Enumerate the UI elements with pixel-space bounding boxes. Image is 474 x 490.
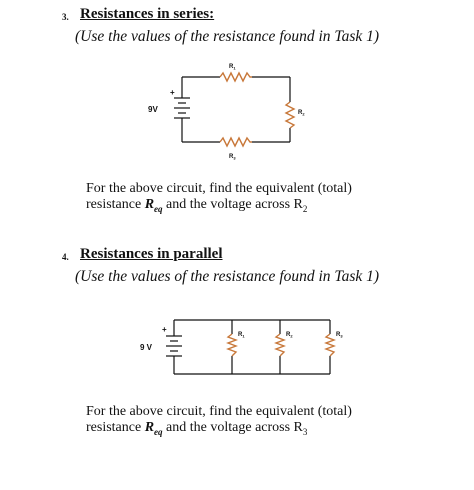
r2-label: R2 — [298, 110, 305, 117]
section-3-number: 3. — [62, 12, 69, 22]
section-3-title: Resistances in series: — [80, 6, 215, 22]
parallel-r1-label: R1 — [238, 332, 245, 339]
parallel-r2-label: R2 — [286, 332, 293, 339]
section-3: 3. Resistances in series: (Use the value… — [0, 0, 474, 230]
parallel-r3-label: R3 — [336, 332, 343, 339]
resistor-r3 — [219, 136, 252, 148]
resistor-r1 — [219, 71, 252, 83]
battery-symbol — [174, 97, 190, 119]
section-4-note: (Use the values of the resistance found … — [75, 268, 380, 285]
section-3-note: (Use the values of the resistance found … — [75, 28, 380, 45]
section-3-question-line-2: resistance Req and the voltage across R2 — [86, 197, 308, 214]
r3-label: R3 — [229, 154, 236, 161]
parallel-circuit-diagram: + 9 V R1 R2 R3 — [140, 319, 343, 375]
section-4-question-line-1: For the above circuit, find the equivale… — [86, 404, 352, 419]
resistor-parallel-r3 — [324, 333, 336, 357]
battery-label: 9V — [148, 105, 158, 114]
resistor-parallel-r2 — [274, 333, 286, 357]
battery-label-parallel: 9 V — [140, 343, 153, 352]
section-4-number: 4. — [62, 252, 69, 262]
r1-label: R1 — [229, 64, 236, 71]
battery-plus-sign: + — [170, 88, 175, 97]
resistor-parallel-r1 — [226, 333, 238, 357]
battery-symbol-parallel — [166, 335, 182, 357]
series-circuit-diagram: + 9V R1 R2 R3 — [148, 64, 305, 161]
section-4-question-line-2: resistance Req and the voltage across R3 — [86, 420, 308, 437]
section-4-title: Resistances in parallel — [80, 246, 223, 262]
battery-plus-sign-parallel: + — [162, 325, 167, 334]
section-4: 4. Resistances in parallel (Use the valu… — [0, 240, 474, 480]
resistor-r2 — [284, 101, 296, 129]
section-3-question-line-1: For the above circuit, find the equivale… — [86, 181, 352, 196]
